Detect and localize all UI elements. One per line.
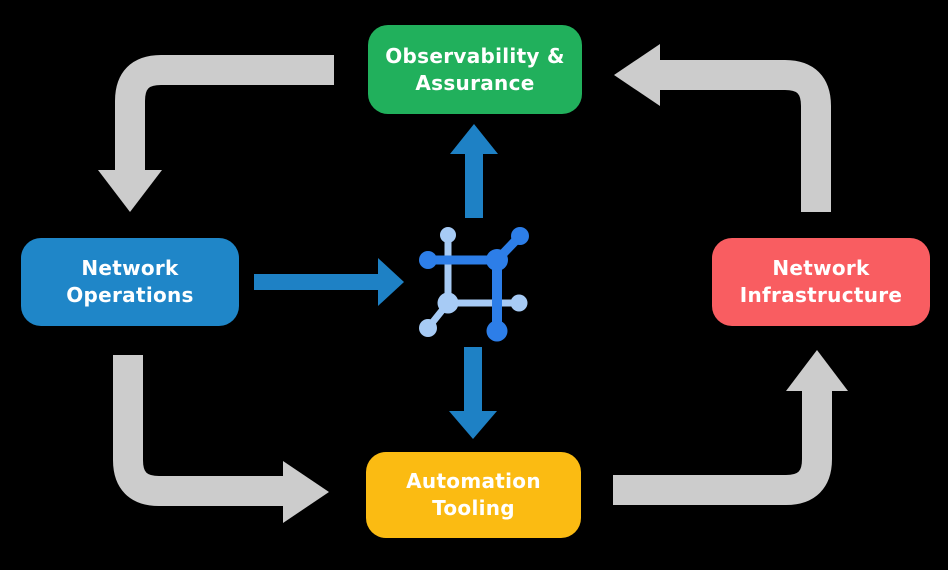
node-label-line: Tooling xyxy=(432,496,515,520)
node-network-infrastructure: Network Infrastructure xyxy=(712,238,930,326)
arrow-head xyxy=(378,258,404,306)
arrow-head xyxy=(614,44,660,106)
arrow-hub-to-automation xyxy=(449,347,497,439)
network-fabric-icon xyxy=(419,227,529,342)
node-label-line: Automation xyxy=(406,469,541,493)
arrow-automation-to-infrastructure xyxy=(613,350,848,505)
node-dot xyxy=(440,227,456,243)
arrow-hub-to-observability xyxy=(450,124,498,218)
arrow-shaft xyxy=(113,355,284,506)
node-label-line: Network xyxy=(772,256,870,280)
node-dot xyxy=(419,251,437,269)
node-observability-assurance: Observability & Assurance xyxy=(368,25,582,114)
node-dot xyxy=(511,227,529,245)
node-network-operations: Network Operations xyxy=(21,238,239,326)
arrow-observability-to-operations xyxy=(98,55,334,212)
arrow-head xyxy=(283,461,329,523)
node-label-line: Observability & xyxy=(385,43,565,68)
arrow-head xyxy=(786,350,848,391)
node-label-line: Assurance xyxy=(415,70,535,95)
network-fabric-icon-dark-layer xyxy=(419,227,529,342)
node-dot xyxy=(486,249,508,271)
arrow-head xyxy=(450,124,498,154)
arrow-shaft xyxy=(115,55,334,171)
arrow-head xyxy=(449,411,497,439)
network-fabric-icon-light-layer xyxy=(419,227,528,337)
arrow-head xyxy=(98,170,162,212)
arrow-infrastructure-to-observability xyxy=(614,44,831,212)
node-dot xyxy=(510,294,528,312)
node-dot xyxy=(419,319,437,337)
node-label-line: Network xyxy=(81,256,179,280)
node-dot xyxy=(486,320,508,342)
node-dot xyxy=(437,292,459,314)
arrow-operations-to-automation xyxy=(113,355,329,523)
node-label-line: Operations xyxy=(66,283,194,307)
arrow-shaft xyxy=(613,389,832,505)
node-label-line: Infrastructure xyxy=(739,283,903,307)
arrow-shaft xyxy=(659,60,831,212)
arrow-operations-to-hub xyxy=(254,258,404,306)
node-automation-tooling: Automation Tooling xyxy=(366,452,581,538)
